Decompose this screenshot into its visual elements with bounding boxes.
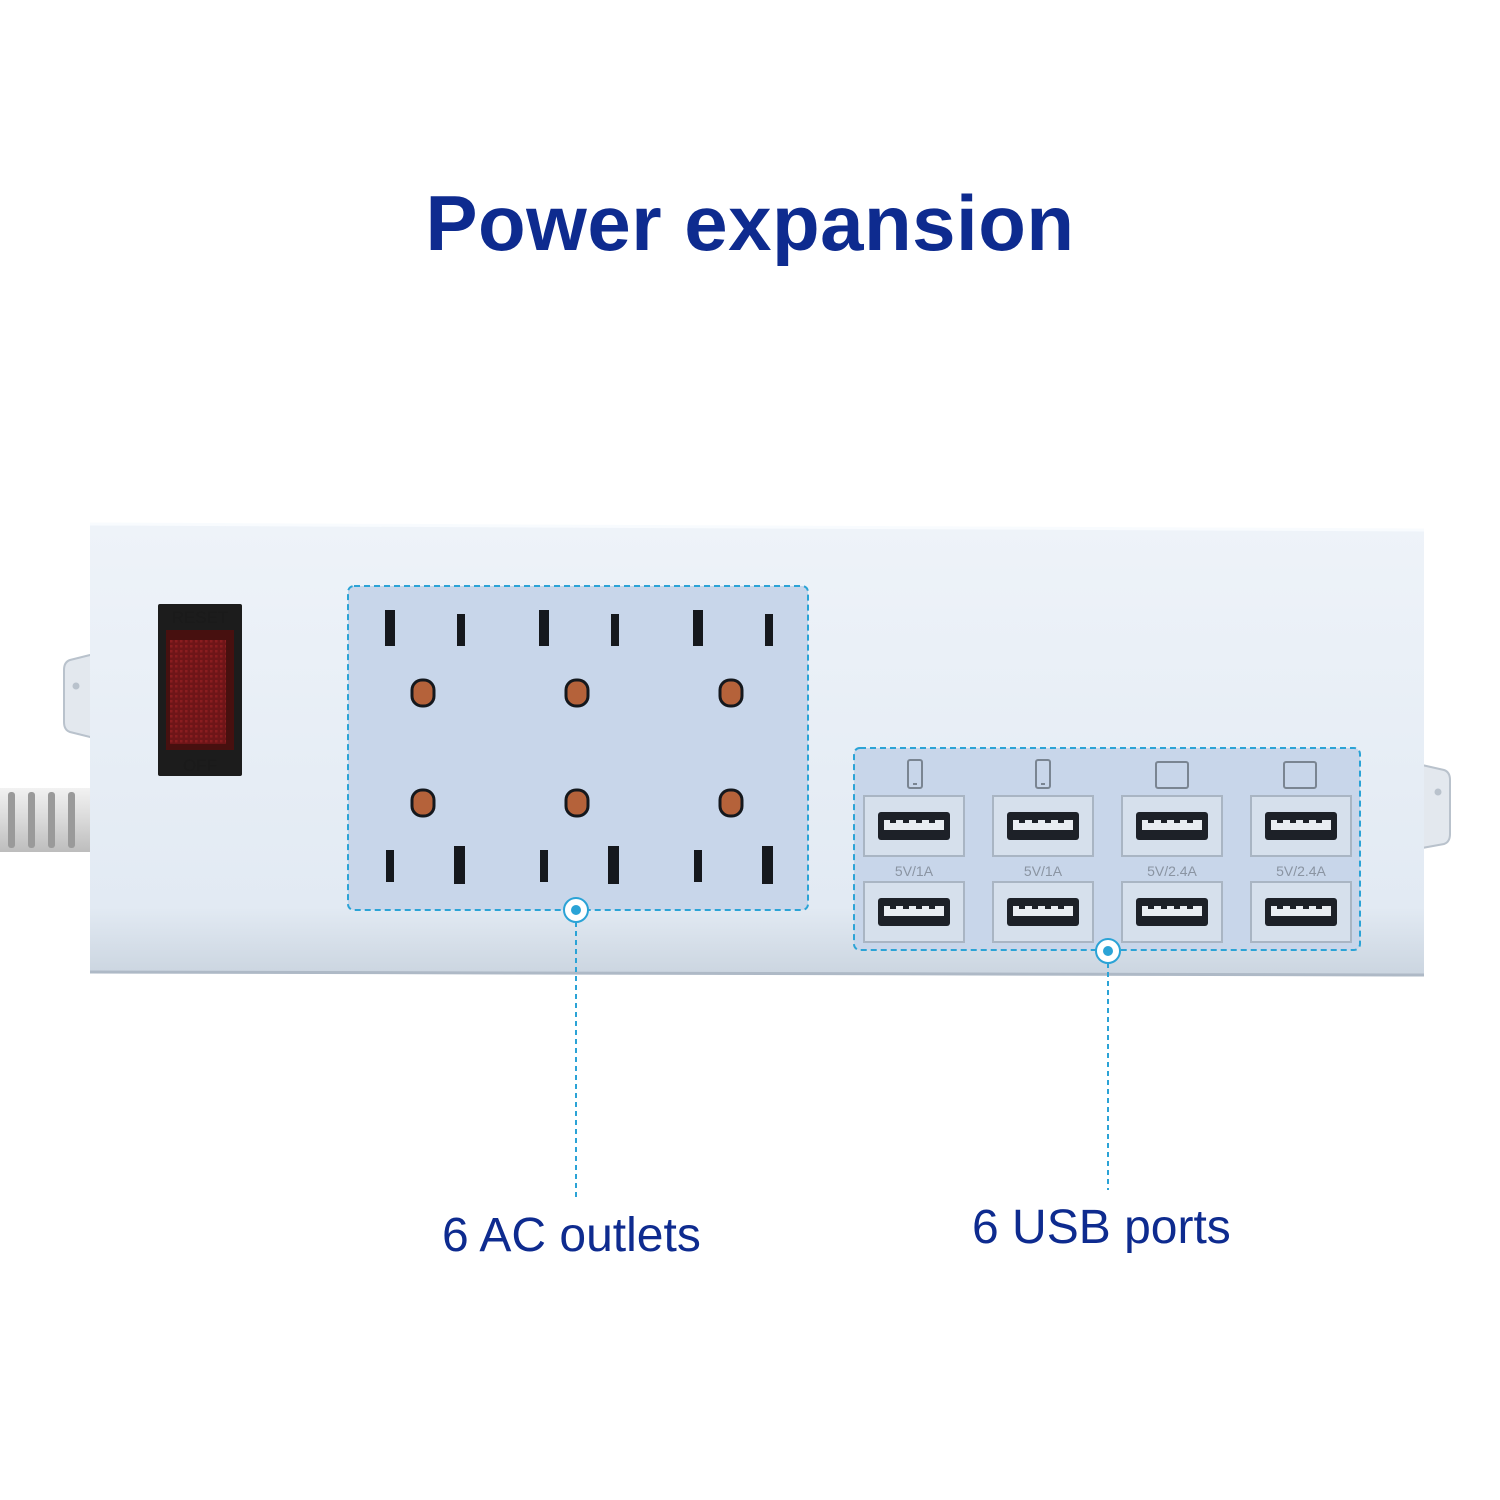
- headline: Power expansion: [425, 179, 1075, 267]
- usb-port[interactable]: [863, 881, 965, 943]
- ac-outlet[interactable]: [539, 610, 619, 708]
- ac-outlet-panel: [347, 585, 809, 911]
- ac-outlet-group: [385, 610, 773, 884]
- usb-port-group: [863, 795, 1352, 943]
- usb-port[interactable]: [992, 795, 1094, 857]
- usb-port[interactable]: [1250, 795, 1352, 857]
- ac-outlet[interactable]: [694, 788, 773, 884]
- power-cord: [0, 788, 95, 852]
- usb-rating-4: 5V/2.4A: [1276, 863, 1326, 879]
- tablet-icon: [1155, 761, 1189, 789]
- usb-ports-label: 6 USB ports: [972, 1201, 1231, 1254]
- usb-port[interactable]: [1121, 795, 1223, 857]
- usb-port[interactable]: [992, 881, 1094, 943]
- switch-reset-label: RESET: [172, 608, 229, 627]
- usb-port[interactable]: [863, 795, 965, 857]
- mounting-tab-right: [1421, 763, 1451, 850]
- ac-outlet[interactable]: [540, 788, 619, 884]
- usb-rating-1: 5V/1A: [895, 863, 934, 879]
- ac-outlet[interactable]: [385, 610, 465, 708]
- ac-outlet[interactable]: [693, 610, 773, 708]
- usb-port[interactable]: [1250, 881, 1352, 943]
- usb-rating-3: 5V/2.4A: [1147, 863, 1197, 879]
- tablet-icon: [1283, 761, 1317, 789]
- ac-outlets-label: 6 AC outlets: [442, 1209, 701, 1262]
- phone-icon: [907, 759, 923, 789]
- ac-outlet[interactable]: [386, 788, 465, 884]
- reset-switch[interactable]: RESET OFF: [158, 604, 242, 776]
- phone-icon: [1035, 759, 1051, 789]
- usb-callout-marker: [1095, 938, 1121, 1190]
- usb-rating-2: 5V/1A: [1024, 863, 1063, 879]
- switch-off-label: OFF: [183, 756, 217, 775]
- usb-port[interactable]: [1121, 881, 1223, 943]
- ac-callout-marker: [563, 897, 589, 1200]
- usb-port-panel: [853, 747, 1361, 951]
- mounting-tab-left: [63, 652, 95, 740]
